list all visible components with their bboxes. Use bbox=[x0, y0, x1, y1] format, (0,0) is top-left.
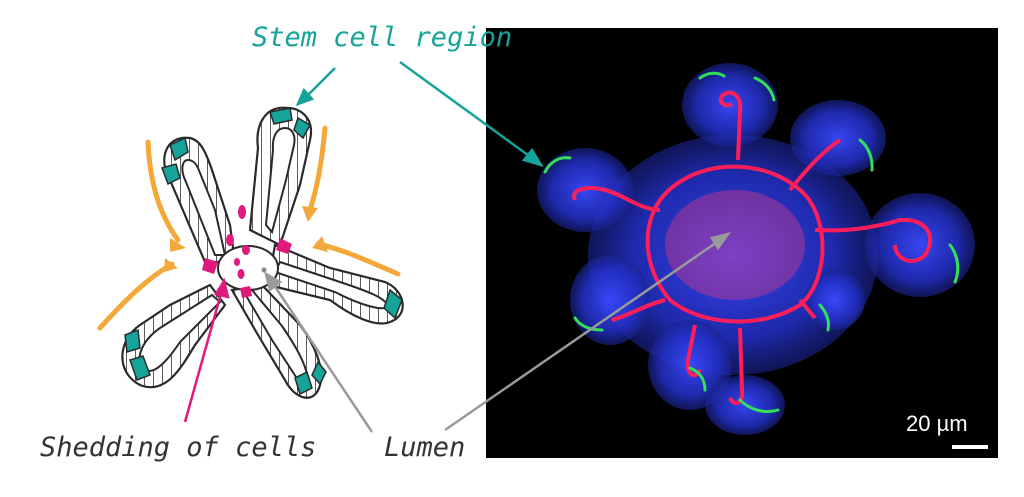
arrow-icon bbox=[399, 60, 533, 160]
curved-arrow-icon bbox=[307, 125, 328, 213]
micrograph bbox=[486, 28, 998, 458]
arrow-icon bbox=[444, 238, 721, 432]
scale-bar-label: 20 µm bbox=[906, 411, 968, 436]
shed-cells bbox=[202, 205, 292, 298]
scale-bar bbox=[952, 445, 988, 449]
stem-cell-region-label: Stem cell region bbox=[252, 22, 513, 53]
stem-cell-patches bbox=[124, 107, 403, 396]
shedding-of-cells-label: Shedding of cells bbox=[40, 432, 317, 463]
organoid-schematic bbox=[121, 106, 404, 399]
curved-arrow-icon bbox=[145, 139, 181, 243]
arrow-icon bbox=[304, 67, 336, 99]
lumen-label: Lumen bbox=[384, 432, 466, 463]
curved-arrow-icon bbox=[315, 241, 401, 277]
arrow-icon bbox=[183, 289, 224, 423]
arrow-icon bbox=[270, 281, 374, 433]
